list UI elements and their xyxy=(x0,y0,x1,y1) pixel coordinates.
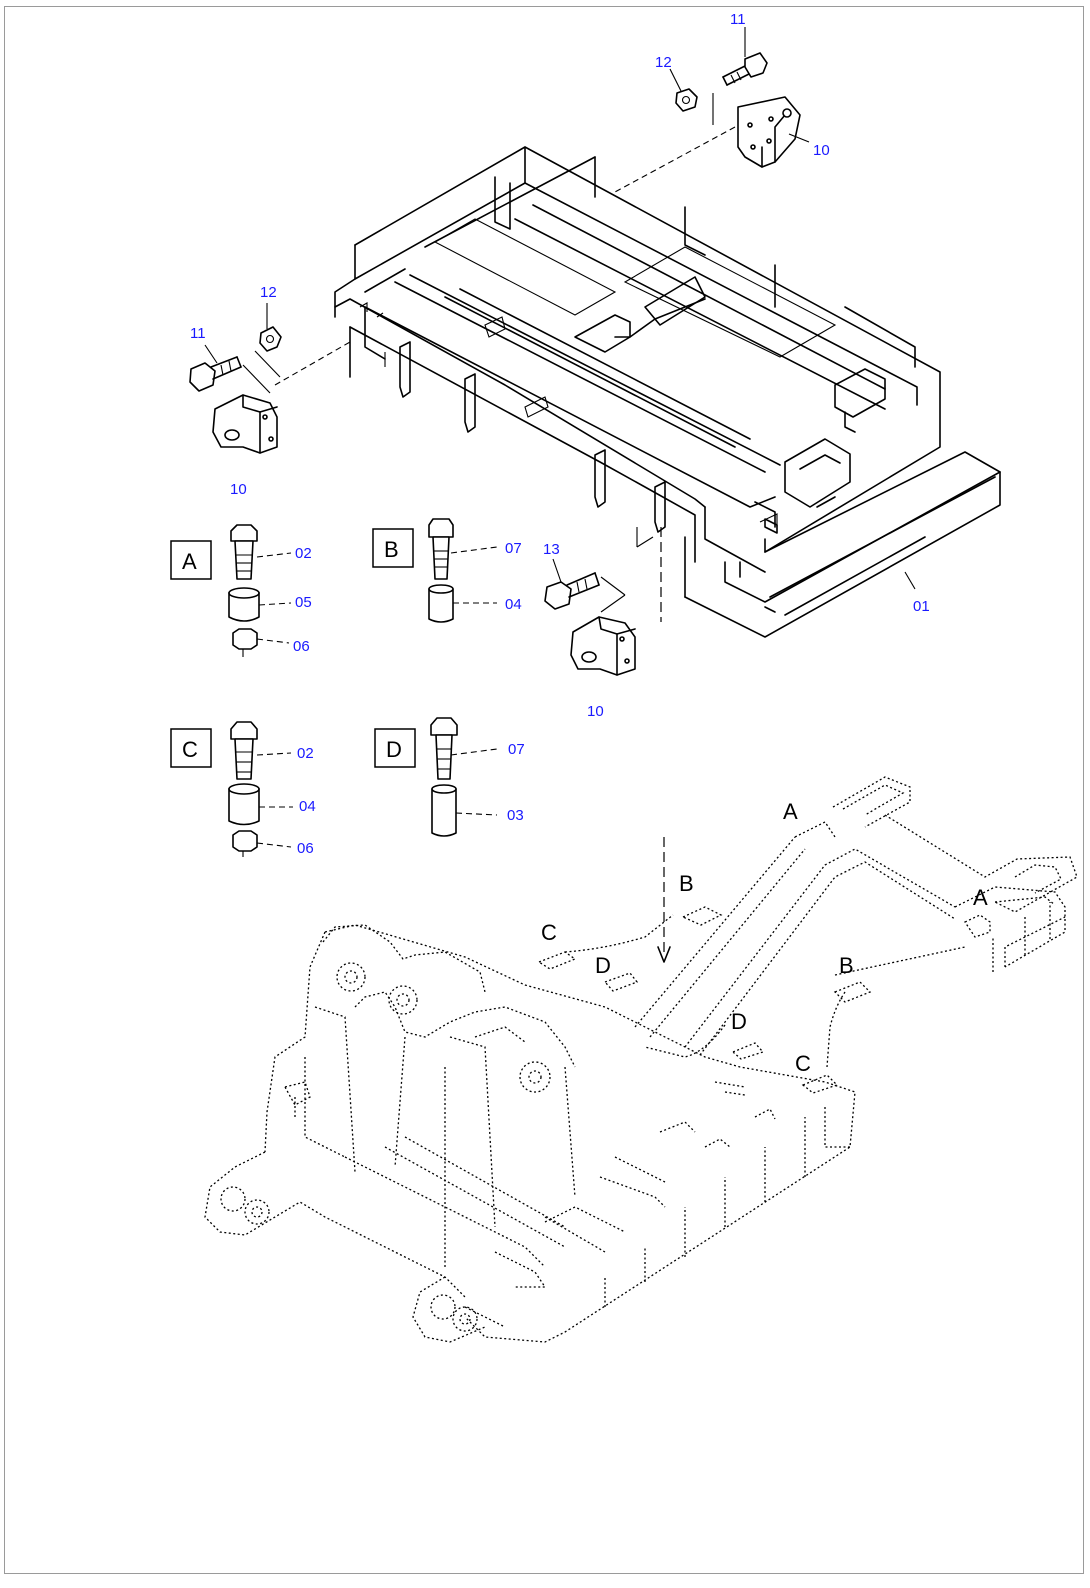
callout-11-left: 11 xyxy=(190,325,206,342)
frame-ref-b-2: B xyxy=(839,953,854,978)
callout-c-04: 04 xyxy=(299,798,316,815)
left-bracket-assembly xyxy=(189,303,351,454)
callout-d-03: 03 xyxy=(507,807,524,824)
main-frame-reference xyxy=(204,776,1078,1343)
frame-ref-a-2: A xyxy=(973,885,988,910)
view-label-b: B xyxy=(384,537,399,562)
top-bracket-assembly xyxy=(614,27,810,193)
bottom-bracket-assembly xyxy=(544,527,916,676)
callout-12-left: 12 xyxy=(260,284,277,301)
frame-ref-d-2: D xyxy=(731,1009,747,1034)
view-label-d: D xyxy=(386,737,402,762)
frame-ref-c-1: C xyxy=(541,920,557,945)
view-label-c: C xyxy=(182,737,198,762)
detail-view-a xyxy=(170,524,292,657)
callout-10-top: 10 xyxy=(813,142,830,159)
frame-reference-letters: A A B B C C D D xyxy=(541,799,988,1076)
callout-d-07: 07 xyxy=(508,741,525,758)
callout-12-top: 12 xyxy=(655,54,672,71)
callout-13: 13 xyxy=(543,541,560,558)
callout-01: 01 xyxy=(913,598,930,615)
callout-b-04: 04 xyxy=(505,596,522,613)
callout-a-02: 02 xyxy=(295,545,312,562)
callout-c-06: 06 xyxy=(297,840,314,857)
view-label-a: A xyxy=(182,549,197,574)
callout-b-07: 07 xyxy=(505,540,522,557)
diagram-sheet: 11 12 10 11 12 10 01 13 10 02 05 06 07 0… xyxy=(4,6,1084,1574)
callout-c-02: 02 xyxy=(297,745,314,762)
part-number-callouts: 11 12 10 11 12 10 01 13 10 02 05 06 07 0… xyxy=(190,11,930,857)
callout-a-06: 06 xyxy=(293,638,310,655)
callout-10-bottom: 10 xyxy=(587,703,604,720)
callout-a-05: 05 xyxy=(295,594,312,611)
callout-11-top: 11 xyxy=(730,11,746,28)
detail-view-b xyxy=(372,518,498,623)
exploded-parts-diagram: 11 12 10 11 12 10 01 13 10 02 05 06 07 0… xyxy=(170,11,1078,1343)
frame-ref-d-1: D xyxy=(595,953,611,978)
frame-ref-b-1: B xyxy=(679,871,694,896)
cab-mount-frame xyxy=(334,146,1001,638)
detail-view-d xyxy=(374,717,498,837)
frame-ref-c-2: C xyxy=(795,1051,811,1076)
frame-ref-a-1: A xyxy=(783,799,798,824)
callout-10-left: 10 xyxy=(230,481,247,498)
view-labels: A B C D xyxy=(182,537,402,762)
detail-view-c xyxy=(170,721,293,857)
